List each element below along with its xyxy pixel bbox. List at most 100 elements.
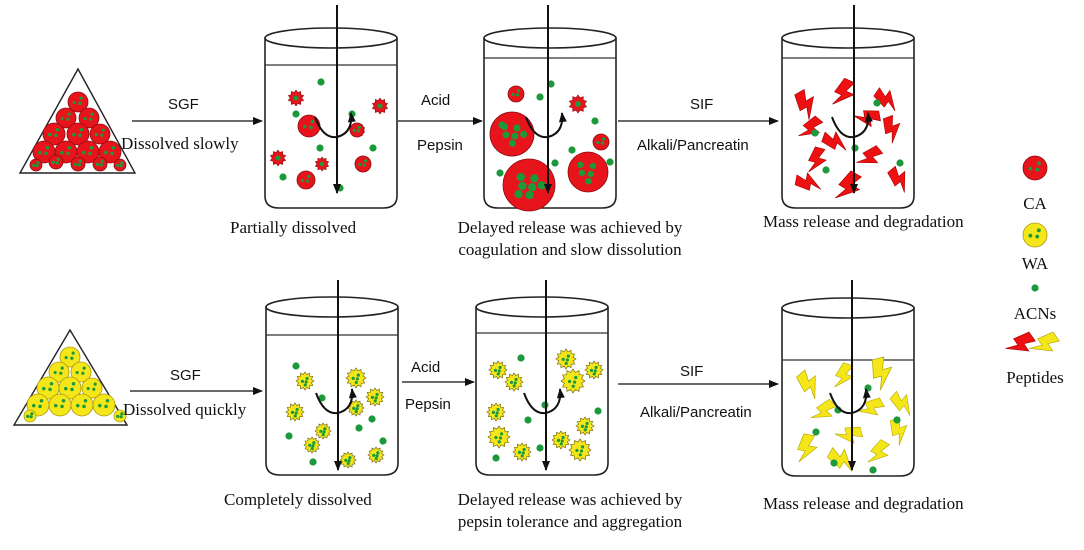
acn-dot (355, 424, 363, 432)
wa-star-particle (367, 446, 385, 464)
peptide-bolt (873, 87, 896, 112)
wa-star-particle (347, 399, 365, 417)
acn-dot (822, 166, 830, 174)
legend-acns-label: ACNs (1013, 304, 1057, 323)
ca-particle (507, 85, 525, 103)
acn-dot (869, 466, 877, 474)
peptide-bolt (867, 439, 890, 463)
legend-artwork (1005, 155, 1060, 352)
top-arrow3-upper-label: SIF (690, 96, 714, 113)
wa-particle (59, 346, 81, 368)
wa-star-particle (504, 372, 524, 392)
ca-star-particle (269, 149, 287, 167)
acn-dot (292, 110, 300, 118)
top-arrow3-lower-label: Alkali/Pancreatin (637, 137, 749, 154)
wa-particle (70, 361, 92, 383)
wa-particle (92, 393, 116, 417)
ca-particle (296, 170, 316, 190)
bottom-arrow3-upper-label: SIF (680, 363, 704, 380)
peptide-bolt (797, 433, 818, 463)
peptide-bolt (808, 146, 827, 173)
peptide-bolt (796, 369, 816, 400)
peptide-bolt (1029, 331, 1060, 352)
wa-star-particle (285, 402, 305, 422)
ca-particle (297, 114, 321, 138)
stirring-arrow (831, 112, 873, 139)
wa-star-particle (584, 360, 604, 380)
bottom-caption-beaker2-line2: pepsin tolerance and aggregation (457, 512, 683, 531)
ca-particle (48, 154, 64, 170)
peptide-bolt (882, 114, 901, 144)
peptide-bolt (889, 390, 911, 416)
ca-particle (1022, 155, 1048, 181)
peptide-bolt (887, 165, 906, 193)
wa-particle (58, 376, 82, 400)
top-arrow1-lower-label: Dissolved slowly (121, 134, 239, 153)
acn-dot (812, 428, 820, 436)
ca-star-particle (371, 97, 389, 115)
bottom-caption-beaker2-line1: Delayed release was achieved by (457, 490, 683, 509)
peptide-bolt (794, 88, 814, 120)
top-caption-beaker2-line2: coagulation and slow dissolution (458, 240, 682, 259)
bottom-row-artwork (12, 280, 915, 477)
peptide-bolt (810, 398, 837, 418)
ca-particle (89, 123, 111, 145)
top-caption-beaker2-line1: Delayed release was achieved by (457, 218, 683, 237)
wa-particle (113, 409, 127, 423)
ca-particle (67, 91, 89, 113)
acn-dot (536, 444, 544, 452)
peptide-bolt (856, 397, 885, 416)
acn-dot (318, 394, 326, 402)
legend-ca-label: CA (1023, 194, 1047, 213)
peptide-bolt (798, 115, 824, 137)
wa-star-particle (575, 416, 595, 436)
wa-particle (1022, 222, 1048, 248)
ca-star-particle (314, 156, 330, 172)
bottom-arrow1-lower-label: Dissolved quickly (123, 400, 247, 419)
ca-particle (92, 156, 108, 172)
top-arrow2-upper-label: Acid (421, 92, 451, 109)
acn-dot (568, 146, 576, 154)
acn-dot (830, 459, 838, 467)
acn-dot (873, 99, 881, 107)
legend-wa-label: WA (1021, 254, 1049, 273)
stirring-arrow (829, 388, 871, 415)
acn-dot (606, 158, 614, 166)
acn-dot (496, 169, 504, 177)
wa-particle (48, 361, 70, 383)
wa-star-particle (487, 425, 511, 449)
acn-dot (498, 121, 506, 129)
top-caption-beaker3: Mass release and degradation (763, 212, 964, 231)
bottom-caption-beaker1: Completely dissolved (224, 490, 372, 509)
ca-particle (29, 158, 43, 172)
ca-particle (349, 122, 365, 138)
acn-dot (551, 159, 559, 167)
bottom-beaker-3 (781, 297, 915, 477)
acn-dot (368, 415, 376, 423)
ca-particle (113, 158, 127, 172)
bottom-arrow2-lower-label: Pepsin (405, 396, 451, 413)
stirring-arrow (525, 112, 567, 139)
acn-dot (292, 362, 300, 370)
wa-star-particle (295, 371, 315, 391)
acn-dot (369, 144, 377, 152)
ca-particle (502, 158, 556, 212)
wa-star-particle (488, 360, 508, 380)
top-beaker-1 (264, 27, 398, 209)
peptide-bolt (826, 447, 853, 472)
ca-particle (567, 151, 609, 193)
acn-dot (893, 416, 901, 424)
top-caption-beaker1: Partially dissolved (230, 218, 357, 237)
wa-star-particle (512, 442, 532, 462)
peptide-bolt (821, 131, 847, 151)
acn-dot (517, 354, 525, 362)
top-arrow1-upper-label: SGF (168, 96, 199, 113)
wa-star-particle (339, 451, 357, 469)
ca-particle (70, 156, 86, 172)
acn-dot (1031, 284, 1039, 292)
wa-star-particle (314, 422, 332, 440)
top-row-artwork (18, 5, 915, 212)
ca-particle (78, 107, 100, 129)
